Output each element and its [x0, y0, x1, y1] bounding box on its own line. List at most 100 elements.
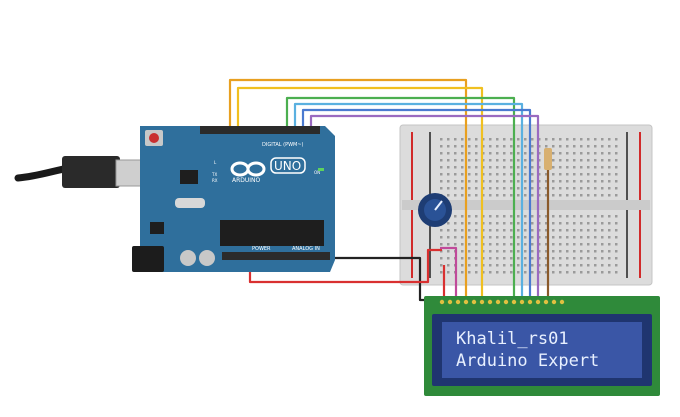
- breadboard-hole: [573, 152, 576, 155]
- breadboard-hole: [531, 229, 534, 232]
- breadboard-hole: [496, 159, 499, 162]
- wire-red-5v: [248, 248, 442, 284]
- breadboard-hole: [538, 250, 541, 253]
- breadboard-hole: [496, 250, 499, 253]
- breadboard-hole: [503, 180, 506, 183]
- breadboard-hole: [454, 173, 457, 176]
- breadboard-hole: [489, 257, 492, 260]
- breadboard-hole: [566, 271, 569, 274]
- breadboard-hole: [517, 250, 520, 253]
- breadboard-hole: [482, 271, 485, 274]
- lcd-pin: [471, 299, 477, 305]
- breadboard-hole: [594, 173, 597, 176]
- breadboard-hole: [468, 257, 471, 260]
- breadboard-hole: [573, 145, 576, 148]
- breadboard-hole: [496, 271, 499, 274]
- breadboard-hole: [601, 222, 604, 225]
- breadboard-hole: [531, 194, 534, 197]
- breadboard-hole: [573, 194, 576, 197]
- breadboard-hole: [615, 152, 618, 155]
- breadboard-hole: [475, 271, 478, 274]
- breadboard-hole: [552, 187, 555, 190]
- breadboard-hole: [503, 243, 506, 246]
- breadboard-hole: [587, 250, 590, 253]
- breadboard-hole: [468, 145, 471, 148]
- breadboard-hole: [545, 264, 548, 267]
- arduino-logo-icon: [230, 161, 266, 177]
- wire-orange: [228, 78, 468, 300]
- breadboard-hole: [503, 222, 506, 225]
- breadboard-hole: [580, 257, 583, 260]
- breadboard-hole: [587, 257, 590, 260]
- breadboard-hole: [440, 173, 443, 176]
- breadboard-hole: [454, 222, 457, 225]
- breadboard-hole: [552, 138, 555, 141]
- breadboard-hole: [496, 166, 499, 169]
- breadboard-hole: [496, 257, 499, 260]
- breadboard-hole: [468, 180, 471, 183]
- breadboard-hole: [524, 271, 527, 274]
- breadboard-hole: [601, 264, 604, 267]
- wire-magenta: [440, 246, 458, 300]
- lcd-pin: [503, 299, 509, 305]
- breadboard-hole: [461, 257, 464, 260]
- breadboard-hole: [608, 145, 611, 148]
- breadboard-hole: [531, 180, 534, 183]
- breadboard-hole: [608, 166, 611, 169]
- breadboard-hole: [580, 264, 583, 267]
- breadboard-hole: [580, 166, 583, 169]
- breadboard-hole: [615, 145, 618, 148]
- breadboard-hole: [468, 138, 471, 141]
- breadboard-hole: [538, 243, 541, 246]
- breadboard-hole: [608, 194, 611, 197]
- breadboard-hole: [517, 257, 520, 260]
- breadboard-hole: [482, 243, 485, 246]
- breadboard-hole: [608, 187, 611, 190]
- breadboard-hole: [496, 215, 499, 218]
- breadboard-hole: [538, 145, 541, 148]
- breadboard-hole: [440, 159, 443, 162]
- breadboard-hole: [559, 173, 562, 176]
- breadboard-hole: [482, 236, 485, 239]
- breadboard-hole: [517, 145, 520, 148]
- breadboard-hole: [601, 257, 604, 260]
- breadboard-hole: [461, 138, 464, 141]
- breadboard-hole: [454, 152, 457, 155]
- breadboard-hole: [538, 271, 541, 274]
- lcd-pin: [463, 299, 469, 305]
- breadboard-hole: [594, 271, 597, 274]
- breadboard-hole: [475, 159, 478, 162]
- breadboard-hole: [489, 173, 492, 176]
- breadboard-hole: [566, 236, 569, 239]
- breadboard-hole: [524, 250, 527, 253]
- breadboard-hole: [447, 271, 450, 274]
- breadboard-hole: [461, 215, 464, 218]
- lcd-module: Khalil_rs01 Arduino Expert: [424, 296, 660, 396]
- breadboard-hole: [587, 194, 590, 197]
- breadboard-hole: [538, 159, 541, 162]
- breadboard-hole: [531, 159, 534, 162]
- breadboard-hole: [587, 222, 590, 225]
- breadboard-hole: [503, 215, 506, 218]
- breadboard-hole: [482, 166, 485, 169]
- breadboard-hole: [608, 215, 611, 218]
- breadboard-hole: [524, 173, 527, 176]
- breadboard-hole: [566, 138, 569, 141]
- breadboard-hole: [503, 257, 506, 260]
- breadboard-hole: [461, 222, 464, 225]
- breadboard-hole: [510, 257, 513, 260]
- breadboard-hole: [461, 152, 464, 155]
- breadboard-hole: [580, 180, 583, 183]
- breadboard-hole: [496, 229, 499, 232]
- wire-purple: [309, 114, 540, 300]
- breadboard-hole: [524, 152, 527, 155]
- breadboard-hole: [489, 264, 492, 267]
- breadboard-hole: [594, 194, 597, 197]
- breadboard-hole: [615, 166, 618, 169]
- breadboard-hole: [461, 159, 464, 162]
- breadboard-hole: [517, 243, 520, 246]
- breadboard-hole: [482, 187, 485, 190]
- breadboard-hole: [503, 159, 506, 162]
- breadboard-hole: [489, 229, 492, 232]
- breadboard-hole: [524, 236, 527, 239]
